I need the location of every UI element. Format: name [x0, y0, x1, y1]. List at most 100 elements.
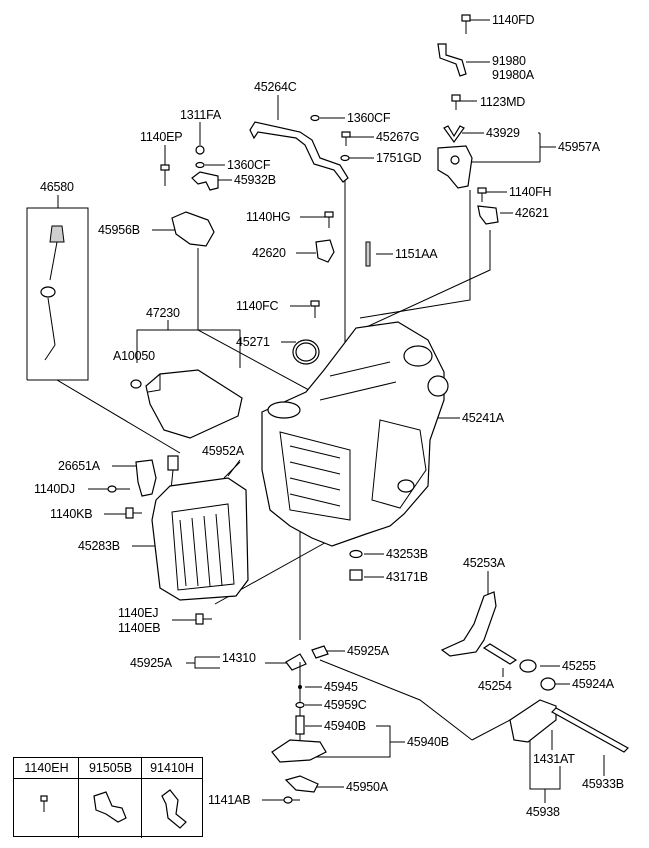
oring-a10050 — [130, 379, 142, 389]
label-1311fa: 1311FA — [180, 108, 221, 122]
filter-47230 — [145, 369, 243, 439]
label-45925a-left: 45925A — [130, 656, 172, 670]
bolt-1123md — [451, 94, 461, 110]
oring-45271 — [292, 339, 320, 365]
lever-45253a — [440, 591, 497, 657]
label-43253b: 43253B — [386, 547, 428, 561]
bracket-45938 — [509, 699, 557, 750]
label-45940b-b: 45940B — [407, 735, 449, 749]
label-1140dj: 1140DJ — [34, 482, 75, 496]
label-26651a: 26651A — [58, 459, 100, 473]
label-42620: 42620 — [252, 246, 286, 260]
pin-45254 — [482, 643, 518, 665]
bushing-45255 — [519, 659, 537, 673]
label-1140ej: 1140EJ — [118, 606, 159, 620]
link-45925a — [311, 645, 329, 659]
legend-icon-91505b — [93, 791, 127, 823]
label-14310: 14310 — [222, 651, 256, 665]
case-45241a — [261, 321, 449, 547]
ring-45959c — [295, 701, 305, 709]
label-1360cf-b: 1360CF — [227, 158, 271, 172]
sensor-42620 — [315, 239, 335, 263]
bolt-1140fh — [477, 187, 487, 202]
sensor-45932b — [191, 171, 219, 191]
legend-header-1140eh: 1140EH — [14, 758, 79, 779]
sensor-42621 — [477, 205, 499, 225]
label-45254: 45254 — [478, 679, 512, 693]
label-45924a: 45924A — [572, 677, 614, 691]
label-43929: 43929 — [486, 126, 520, 140]
label-1140ep: 1140EP — [140, 130, 183, 144]
label-1123md: 1123MD — [480, 95, 526, 109]
bracket-45957a — [437, 145, 473, 189]
label-45264c: 45264C — [254, 80, 297, 94]
label-46580: 46580 — [40, 180, 74, 194]
washer-1360cf — [310, 114, 320, 122]
label-91980a: 91980A — [492, 68, 534, 82]
bolt-1140kb — [125, 507, 142, 519]
label-1151aa: 1151AA — [395, 247, 438, 261]
label-45241a: 45241A — [462, 411, 504, 425]
label-45255: 45255 — [562, 659, 596, 673]
label-1360cf-a: 1360CF — [347, 111, 391, 125]
pin-1151aa — [365, 241, 371, 267]
plate-45950a — [284, 775, 319, 793]
label-45957a: 45957A — [558, 140, 600, 154]
legend-cell-2 — [79, 758, 142, 838]
seal-45924a — [540, 677, 556, 691]
bolt-1140ej — [195, 613, 212, 625]
bracket-26651a — [135, 459, 157, 497]
clip-43929 — [443, 125, 465, 144]
tube-45264c — [249, 121, 349, 183]
nut-1311fa — [195, 145, 205, 155]
label-45925a-right: 45925A — [347, 644, 389, 658]
plug-43171b — [349, 569, 363, 581]
label-45932b: 45932B — [234, 173, 276, 187]
rod-45933b — [551, 707, 629, 753]
leader-lines — [26, 19, 605, 803]
bolt-1140fc — [310, 300, 320, 318]
label-1431at: 1431AT — [533, 752, 575, 766]
label-a10050: A10050 — [113, 349, 155, 363]
label-45938: 45938 — [526, 805, 560, 819]
label-45253a: 45253A — [463, 556, 505, 570]
label-45950a: 45950A — [346, 780, 388, 794]
legend-cell-1 — [14, 758, 79, 838]
label-1140hg: 1140HG — [246, 210, 291, 224]
label-45952a: 45952A — [202, 444, 244, 458]
label-1141ab: 1141AB — [208, 793, 251, 807]
cover-45956b — [171, 211, 215, 247]
oil-pan-45283b — [151, 477, 249, 601]
label-45940b-a: 45940B — [324, 719, 366, 733]
label-45267g: 45267G — [376, 130, 420, 144]
bolt-1140hg — [324, 211, 334, 228]
washer-1751gd — [340, 154, 350, 162]
bolt-1140dj — [107, 485, 130, 493]
label-1751gd: 1751GD — [376, 151, 422, 165]
bolt-1141ab — [283, 796, 300, 804]
dipstick-46580 — [40, 225, 65, 361]
label-47230: 47230 — [146, 306, 180, 320]
label-45956b: 45956B — [98, 223, 140, 237]
washer-1360cf-b — [195, 161, 205, 169]
tube-45952a — [223, 461, 241, 479]
washer-43253b — [349, 549, 363, 559]
label-1140fc: 1140FC — [236, 299, 279, 313]
label-1140fh: 1140FH — [509, 185, 552, 199]
label-45283b: 45283B — [78, 539, 120, 553]
bolt-1140ep — [160, 164, 170, 186]
detent-45940b — [271, 715, 327, 763]
legend-header-91505b: 91505B — [79, 758, 142, 779]
bolt-1140fd — [461, 14, 471, 34]
label-45271: 45271 — [236, 335, 270, 349]
label-45933b: 45933B — [582, 777, 624, 791]
bracket-91980 — [437, 43, 467, 77]
legend-header-91410h: 91410H — [142, 758, 202, 779]
label-43171b: 43171B — [386, 570, 428, 584]
label-1140kb: 1140KB — [50, 507, 93, 521]
washer-45945 — [298, 685, 302, 689]
legend-icon-91410h — [161, 789, 187, 829]
legend-table: 1140EH 91505B 91410H — [13, 757, 203, 838]
